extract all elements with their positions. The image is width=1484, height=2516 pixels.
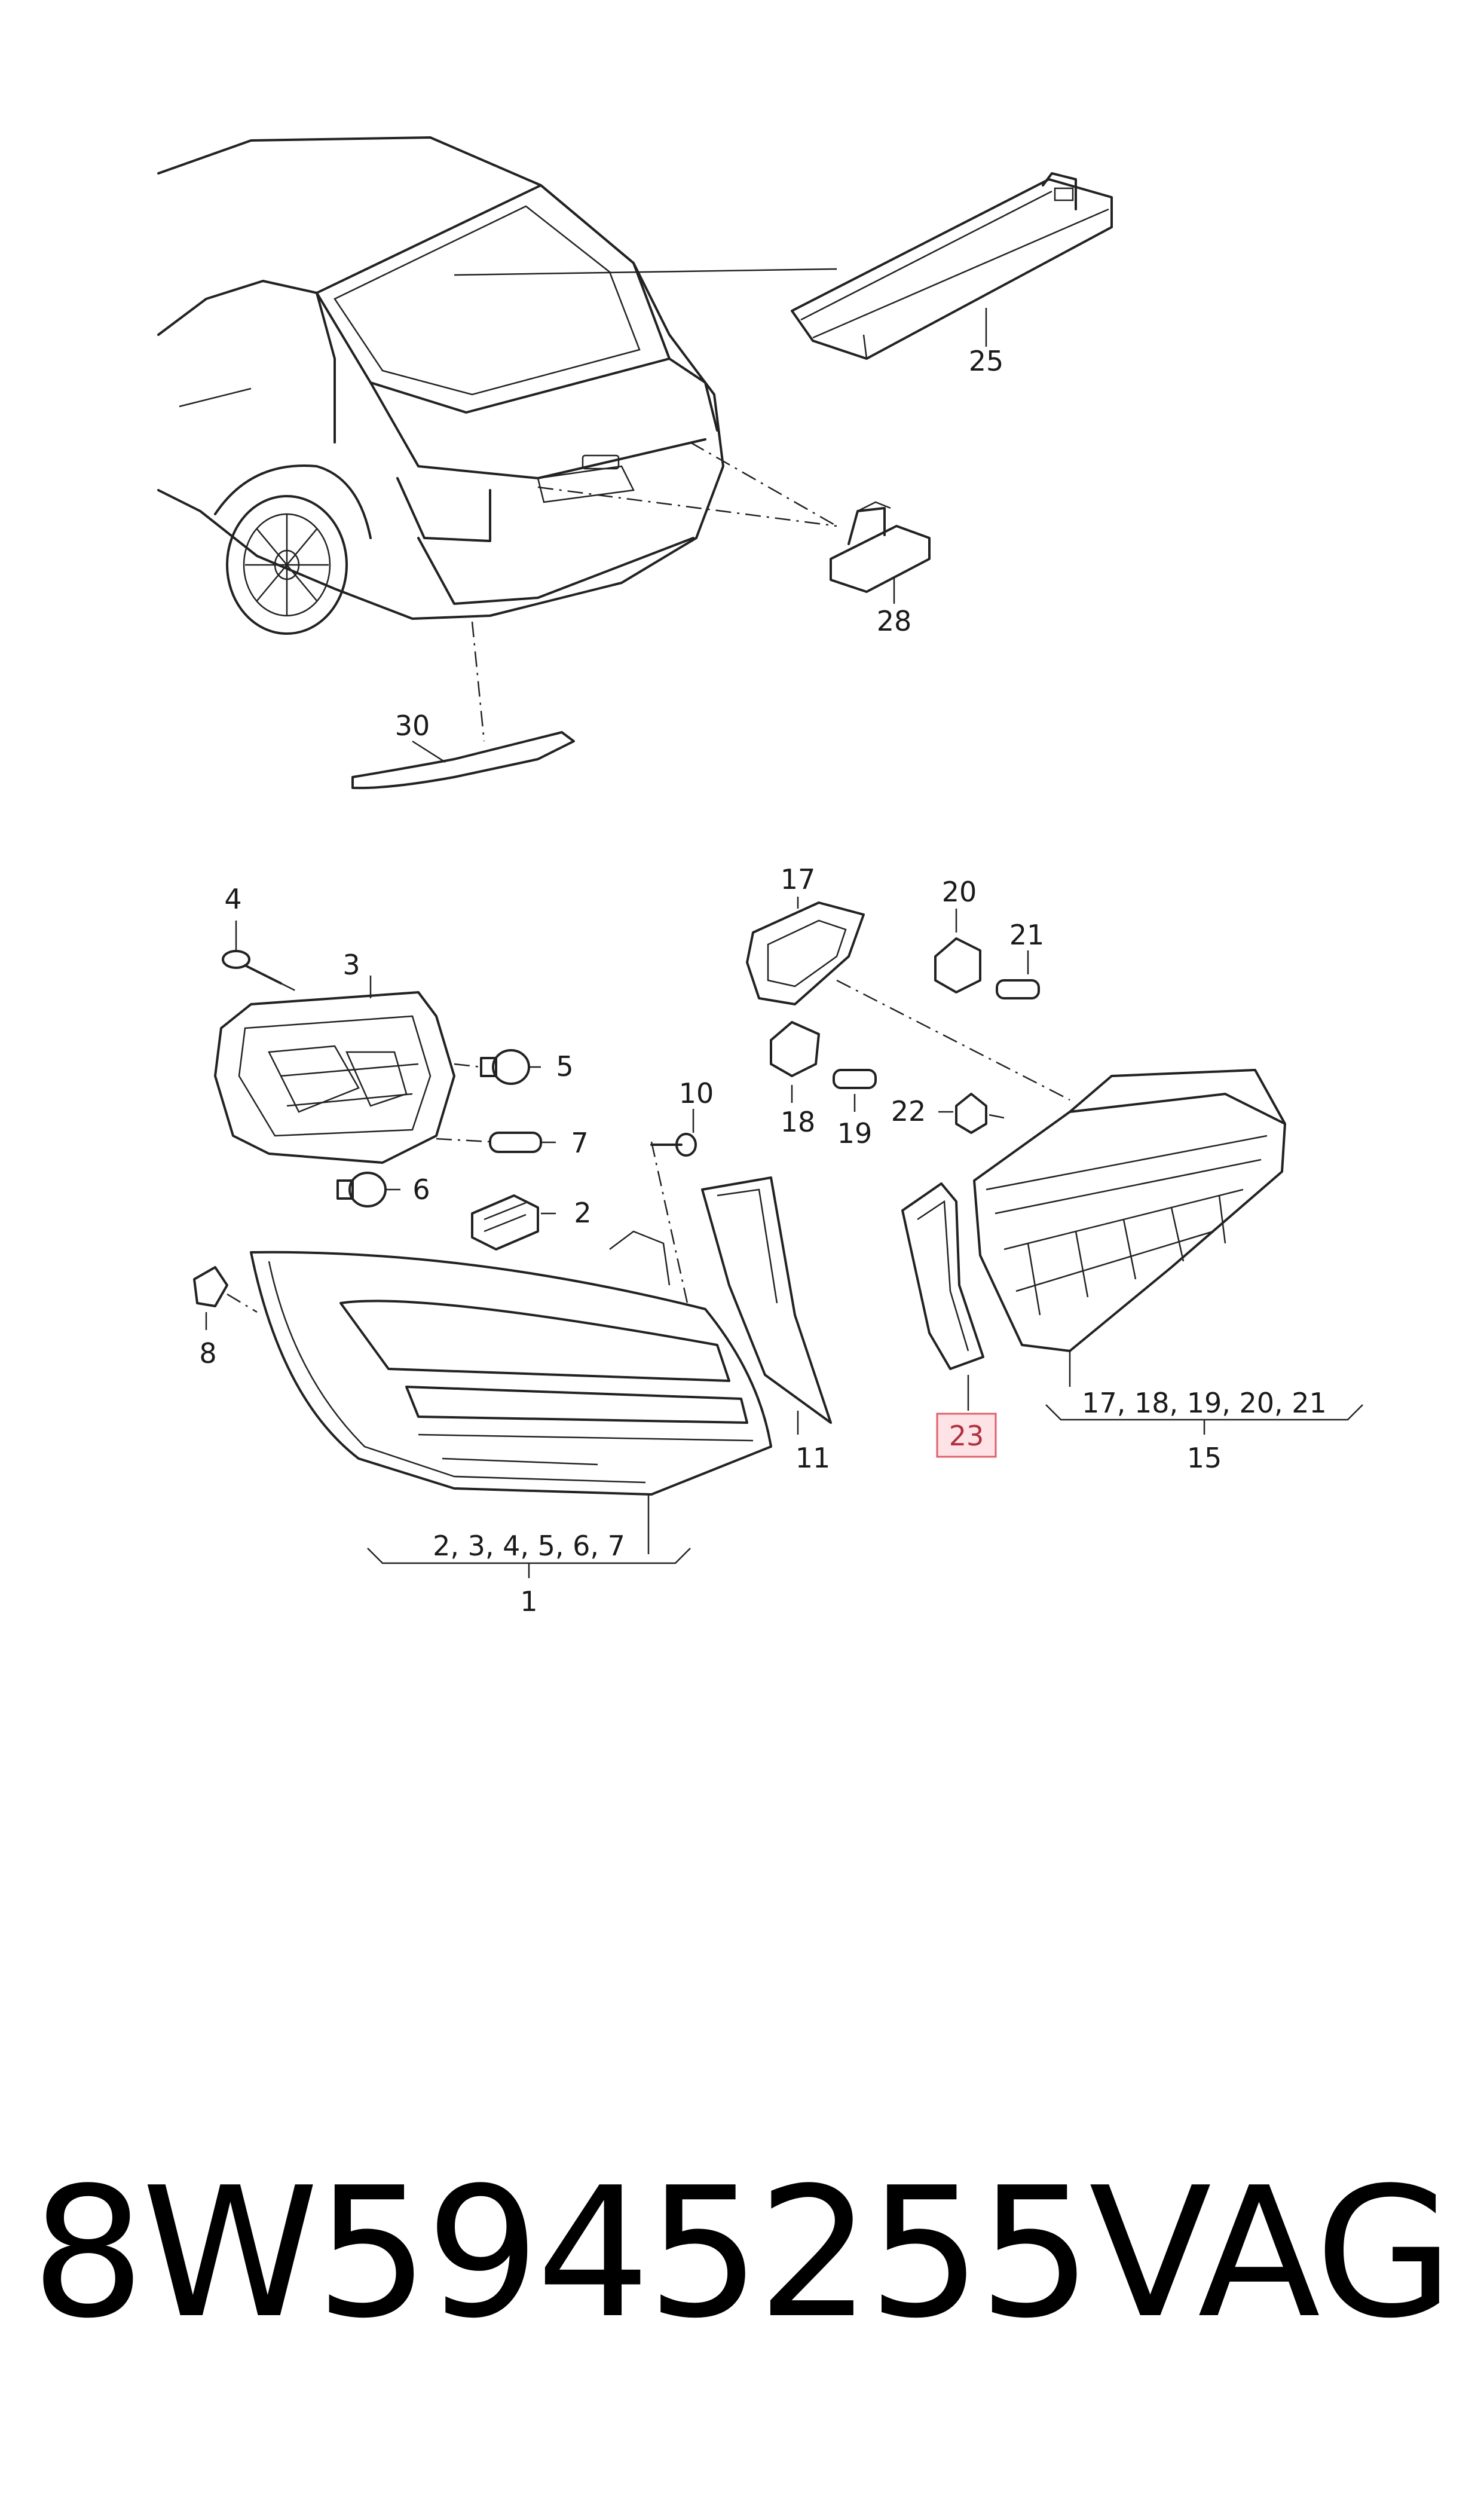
callout-10: 10 <box>679 1077 714 1109</box>
bracket-group-15 <box>1045 1404 1363 1435</box>
callout-1: 1 <box>520 1585 537 1618</box>
callout-30: 30 <box>395 710 430 742</box>
bulb-carrier-3 <box>214 976 455 1164</box>
bulb-21 <box>996 950 1040 999</box>
bracket-group-1 <box>367 1548 691 1578</box>
bulb-6 <box>336 1172 400 1207</box>
nut-8 <box>193 1266 258 1330</box>
footer: 8W5945255 VAG <box>0 2128 1484 2379</box>
callout-17: 17 <box>781 863 816 895</box>
bulb-holder-20 <box>934 909 981 993</box>
callout-3: 3 <box>342 949 360 981</box>
nut-22 <box>938 1093 1005 1134</box>
bulb-7 <box>436 1132 556 1153</box>
screw-10 <box>650 1109 697 1304</box>
bulb-19 <box>833 1069 877 1112</box>
callout-28: 28 <box>877 605 912 637</box>
callout-23: 23 <box>949 1420 984 1452</box>
brake-light-25 <box>791 172 1113 360</box>
group15-members: 17, 18, 19, 20, 21 <box>1082 1387 1327 1419</box>
highlight-box-23 <box>936 1413 997 1458</box>
part-number: 8W5945255 <box>31 2149 1093 2358</box>
plate-light-28 <box>830 501 931 604</box>
trim-11 <box>701 1176 832 1435</box>
tail-light-outer-1 <box>250 1230 772 1554</box>
callout-2: 2 <box>574 1197 591 1229</box>
gasket-17 <box>746 897 1070 1101</box>
bulb-5 <box>454 1049 541 1085</box>
callout-11: 11 <box>795 1442 831 1474</box>
screw-4 <box>222 921 299 993</box>
callout-21: 21 <box>1009 919 1045 951</box>
callout-19: 19 <box>837 1117 873 1150</box>
callout-4: 4 <box>224 883 241 915</box>
callout-22: 22 <box>891 1095 926 1127</box>
callout-20: 20 <box>942 876 977 908</box>
callout-18: 18 <box>781 1106 816 1138</box>
callout-8: 8 <box>199 1337 216 1369</box>
trim-23 <box>901 1182 984 1411</box>
callout-15: 15 <box>1187 1442 1222 1474</box>
tail-light-inner-15 <box>973 1069 1286 1387</box>
reflector-strip-30 <box>351 731 575 790</box>
bulb-holder-18 <box>770 1021 820 1103</box>
callout-7: 7 <box>571 1127 588 1159</box>
car-rear-illustration <box>157 136 837 742</box>
group1-members: 2, 3, 4, 5, 6, 7 <box>433 1530 625 1562</box>
connector-2 <box>471 1194 556 1251</box>
brand-label: VAG <box>1089 2149 1454 2358</box>
callout-6: 6 <box>412 1173 430 1206</box>
callout-5: 5 <box>556 1050 573 1083</box>
callout-25: 25 <box>969 345 1004 377</box>
